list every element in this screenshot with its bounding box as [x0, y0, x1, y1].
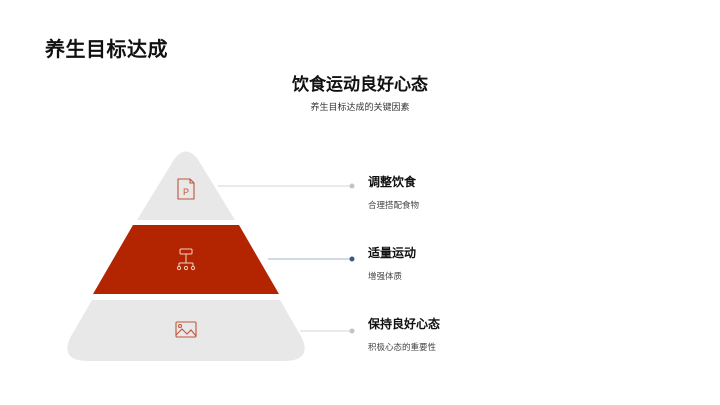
level-title: 调整饮食: [368, 175, 417, 189]
level-label-2: 适量运动 增强体质: [368, 244, 416, 282]
level-title: 保持良好心态: [368, 317, 441, 331]
level-description: 积极心态的重要性: [368, 343, 437, 353]
diagram-title: 饮食运动良好心态: [292, 75, 428, 95]
level-description: 合理搭配食物: [368, 201, 420, 211]
level-label-3: 保持良好心态 积极心态的重要性: [368, 315, 440, 353]
level-description: 增强体质: [368, 272, 403, 282]
diagram-subtitle: 养生目标达成的关键因素: [310, 103, 410, 113]
level-title: 适量运动: [368, 246, 417, 260]
image-icon: [175, 321, 197, 338]
connector-dot-1: [349, 183, 355, 189]
connector-dot-3: [349, 328, 355, 334]
pyramid-level-1[interactable]: P: [137, 151, 235, 221]
document-icon: P: [177, 178, 195, 200]
svg-text:P: P: [183, 187, 189, 197]
pyramid-level-3[interactable]: [67, 300, 305, 361]
pyramid-level-2[interactable]: [93, 225, 279, 294]
connector-dot-2: [349, 256, 355, 262]
org-chart-icon: [176, 248, 196, 271]
page-title: 养生目标达成: [45, 37, 168, 61]
level-label-1: 调整饮食 合理搭配食物: [368, 173, 419, 211]
